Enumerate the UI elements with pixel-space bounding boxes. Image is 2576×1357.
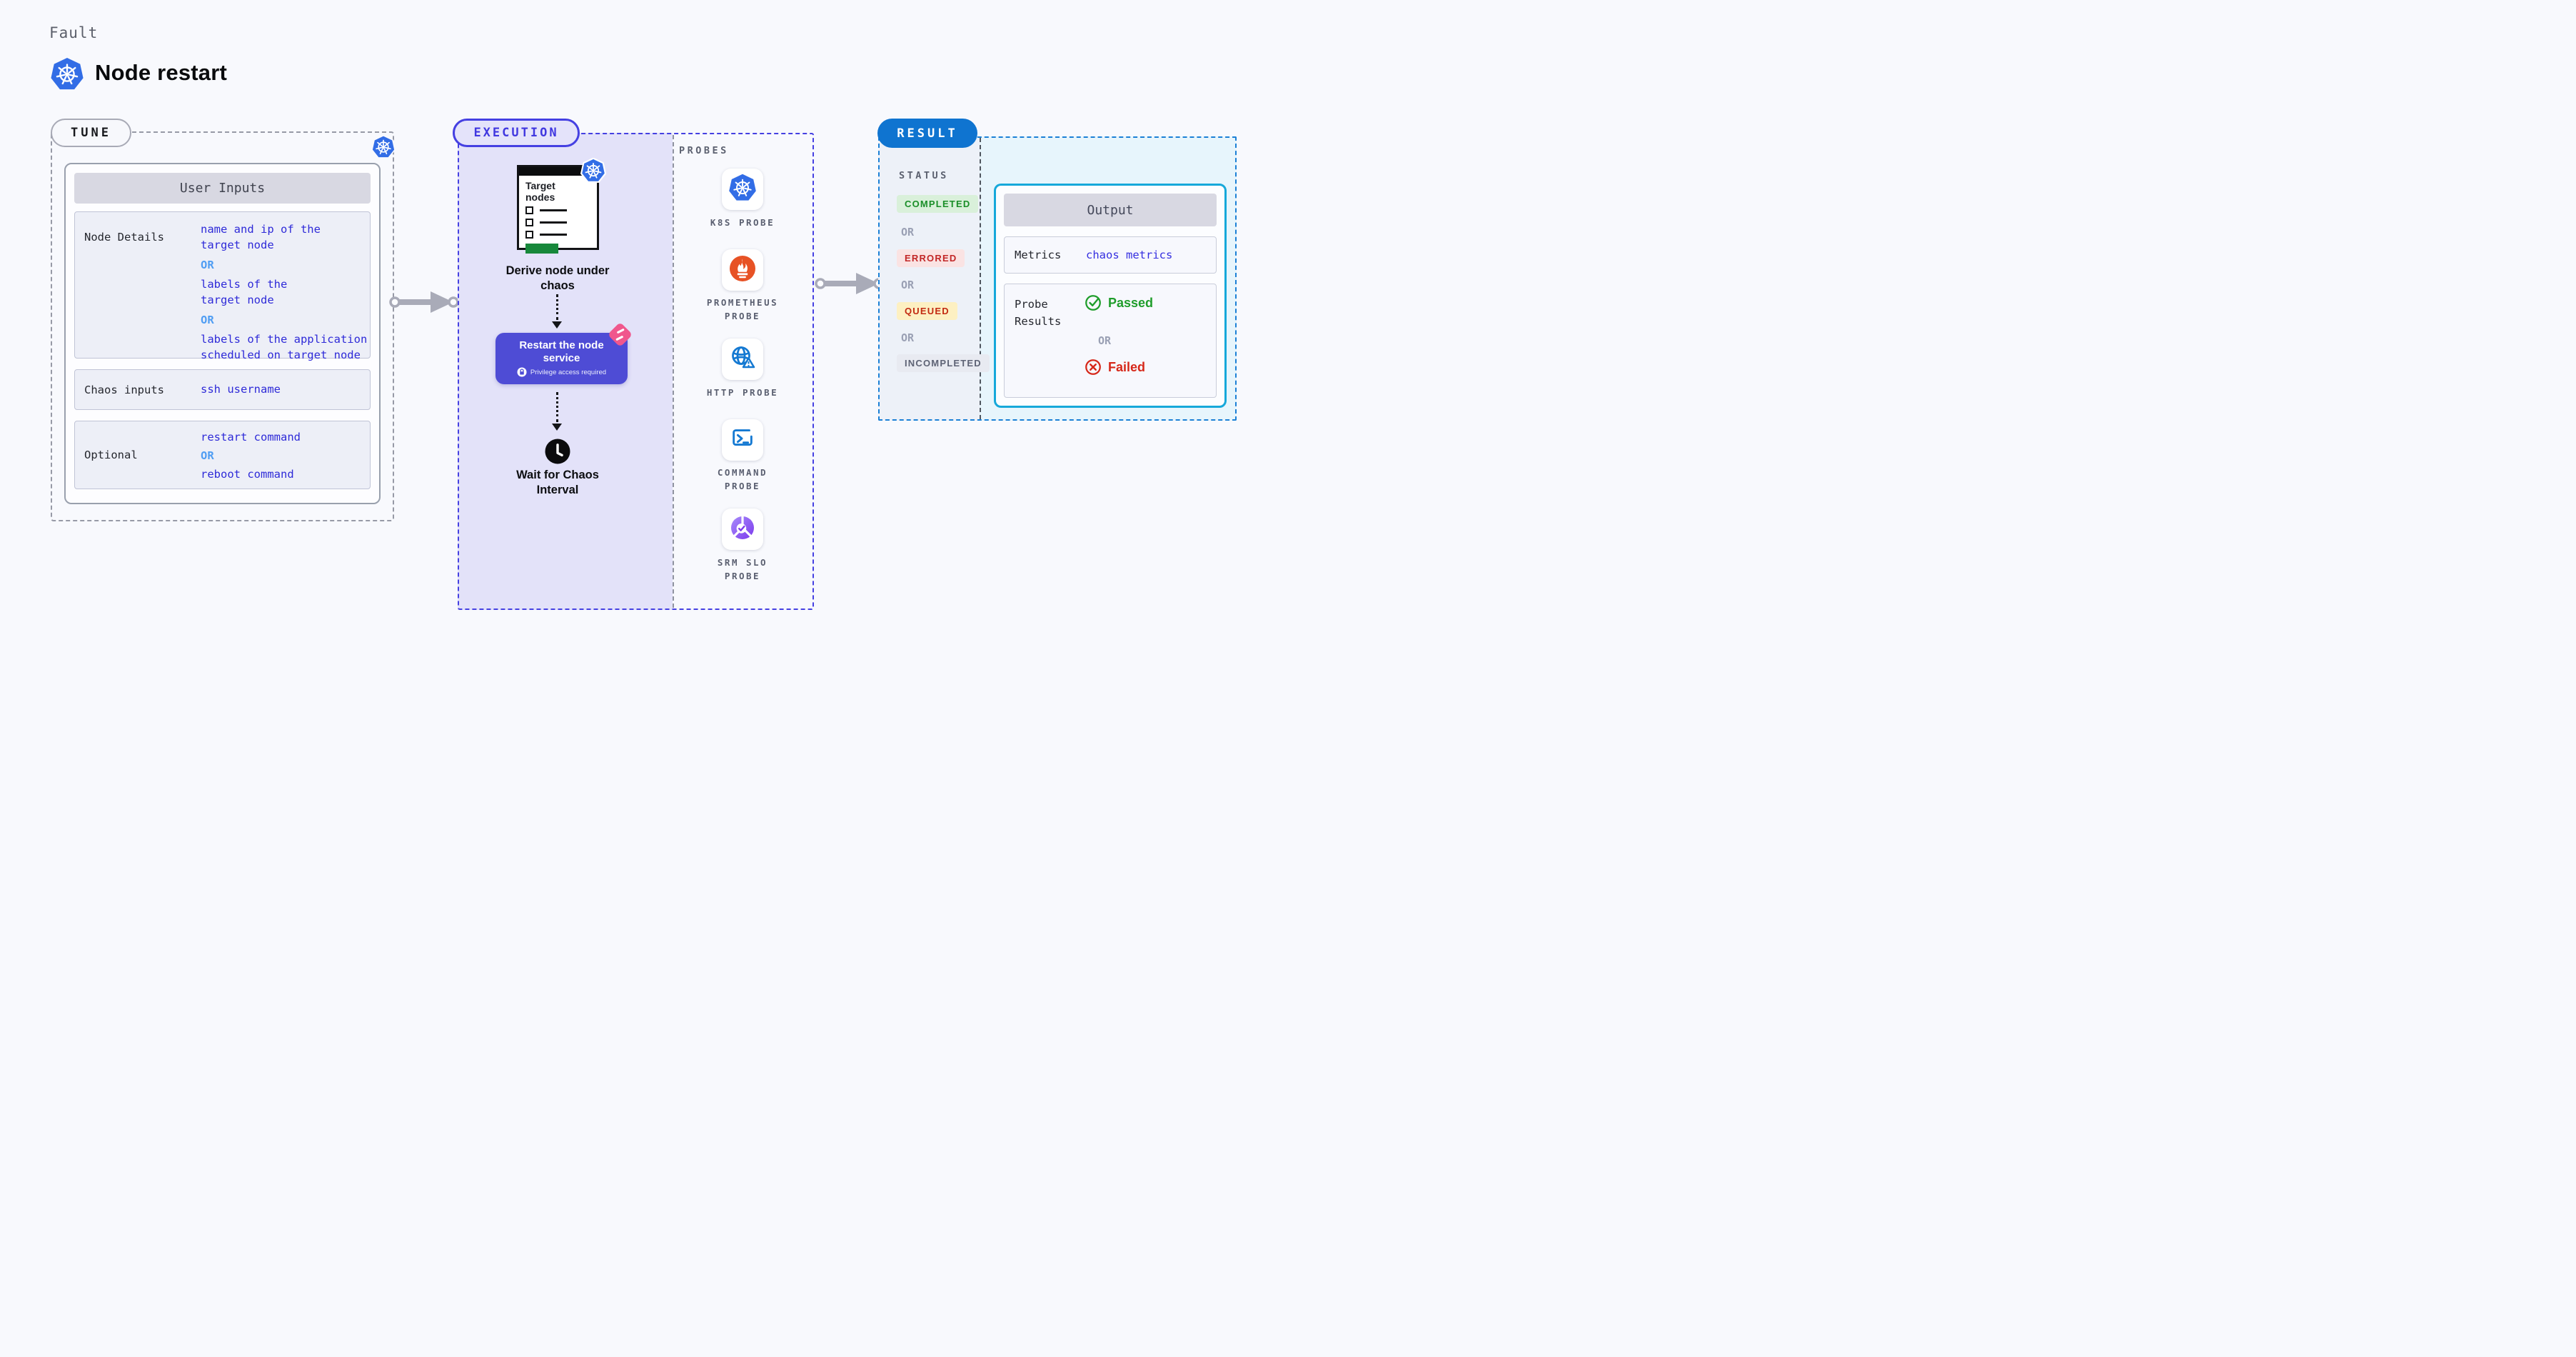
probe-label: PROMETHEUS PROBE (706, 297, 779, 322)
result-badge: RESULT (877, 119, 977, 148)
or-label: OR (901, 226, 915, 239)
result-divider (980, 138, 981, 419)
probe-results-label: Probe Results (1015, 298, 1062, 329)
kubernetes-icon (371, 134, 396, 159)
or-label: OR (901, 331, 915, 344)
probe-results-row: Probe Results Passed OR Failed (1004, 284, 1217, 398)
line (540, 209, 567, 211)
prometheus-icon (728, 254, 757, 286)
probe-tile (722, 249, 763, 291)
row-value: labels of the application scheduled on t… (201, 332, 368, 362)
result-border (878, 136, 1237, 421)
checkbox-icon (525, 219, 533, 227)
probe-tile (722, 419, 763, 461)
probe-label: K8S PROBE (710, 217, 775, 228)
row-label: Node Details (84, 231, 164, 244)
target-nodes-title: Target nodes (525, 180, 555, 204)
result-status-region (878, 136, 980, 421)
row-value: restart command (201, 431, 301, 444)
row-value: name and ip of the target node (201, 223, 321, 252)
row-value: labels of the target node (201, 277, 288, 307)
probes-heading: PROBES (679, 145, 729, 156)
chaos-inputs-row: Chaos inputs ssh username (74, 369, 371, 410)
or-label: OR (201, 449, 214, 463)
failed-label: Failed (1108, 359, 1146, 374)
srm-slo-icon (728, 514, 757, 546)
wait-chaos-interval-step: Wait for Chaos Interval (516, 469, 599, 497)
probe-label: SRM SLO PROBE (717, 557, 768, 582)
execution-probes-divider (673, 135, 674, 608)
or-label: OR (901, 279, 915, 291)
or-label: OR (201, 258, 214, 271)
user-inputs-title: User Inputs (74, 173, 371, 204)
fault-kicker: Fault (49, 24, 99, 41)
passed-label: Passed (1108, 295, 1154, 310)
status-heading: STATUS (899, 170, 949, 181)
probe-tile (722, 169, 763, 210)
tune-region (51, 131, 394, 521)
derive-node-step: Derive node under chaos (505, 264, 610, 293)
arrow-head-icon (552, 424, 562, 431)
node-checkbox-row (525, 206, 597, 215)
metrics-value: chaos metrics (1086, 249, 1173, 261)
restart-step-note: Privilege access required (530, 368, 607, 376)
optional-row: Optional restart command OR reboot comma… (74, 421, 371, 489)
line (540, 221, 567, 224)
target-nodes-card: Target nodes (517, 165, 599, 254)
row-value: ssh username (201, 383, 281, 396)
metrics-row: Metrics chaos metrics (1004, 236, 1217, 274)
metrics-label: Metrics (1015, 249, 1062, 261)
clock-icon (544, 438, 571, 469)
probe-label: HTTP PROBE (706, 387, 779, 398)
progress-bar (525, 244, 558, 254)
execution-to-result-arrow (815, 268, 885, 303)
status-badge: INCOMPLETED (897, 354, 990, 372)
flow-arrow (556, 392, 558, 422)
page-title: Node restart (95, 60, 228, 85)
or-label: OR (1098, 334, 1112, 347)
tune-to-execution-arrow (389, 286, 459, 321)
row-label: Optional (84, 449, 138, 461)
lock-icon (517, 367, 527, 377)
line (540, 234, 567, 236)
or-label: OR (201, 313, 214, 326)
card-title-bar (519, 167, 597, 176)
probe-label: COMMAND PROBE (717, 467, 768, 492)
node-checkbox-row (525, 231, 597, 239)
output-title: Output (1004, 194, 1217, 226)
tune-badge: TUNE (51, 119, 131, 147)
terminal-icon (729, 425, 756, 456)
execution-border (458, 133, 814, 610)
row-label: Chaos inputs (84, 383, 164, 396)
restart-node-service-box: Restart the node service Privilege acces… (495, 333, 628, 384)
checkbox-icon (525, 231, 533, 239)
restart-step-title: Restart the node service (519, 339, 604, 364)
kubernetes-icon (728, 174, 757, 206)
row-value: reboot command (201, 468, 294, 481)
flow-arrow (556, 294, 558, 320)
status-badge: COMPLETED (897, 195, 979, 213)
status-badge: QUEUED (897, 302, 957, 320)
diagram-canvas: Fault Node restart TUNE (0, 0, 1288, 678)
x-circle-icon (1085, 359, 1102, 376)
status-badge: ERRORED (897, 249, 965, 267)
arrow-head-icon (552, 321, 562, 329)
kubernetes-icon (580, 157, 607, 184)
globe-warning-icon (728, 344, 757, 376)
checkbox-icon (525, 206, 533, 215)
probe-tile (722, 339, 763, 380)
probe-tile (722, 509, 763, 550)
check-circle-icon (1085, 294, 1102, 311)
node-details-row: Node Details name and ip of the target n… (74, 211, 371, 361)
node-checkbox-row (525, 219, 597, 227)
execution-badge: EXECUTION (453, 119, 580, 147)
kubernetes-icon (50, 57, 84, 91)
